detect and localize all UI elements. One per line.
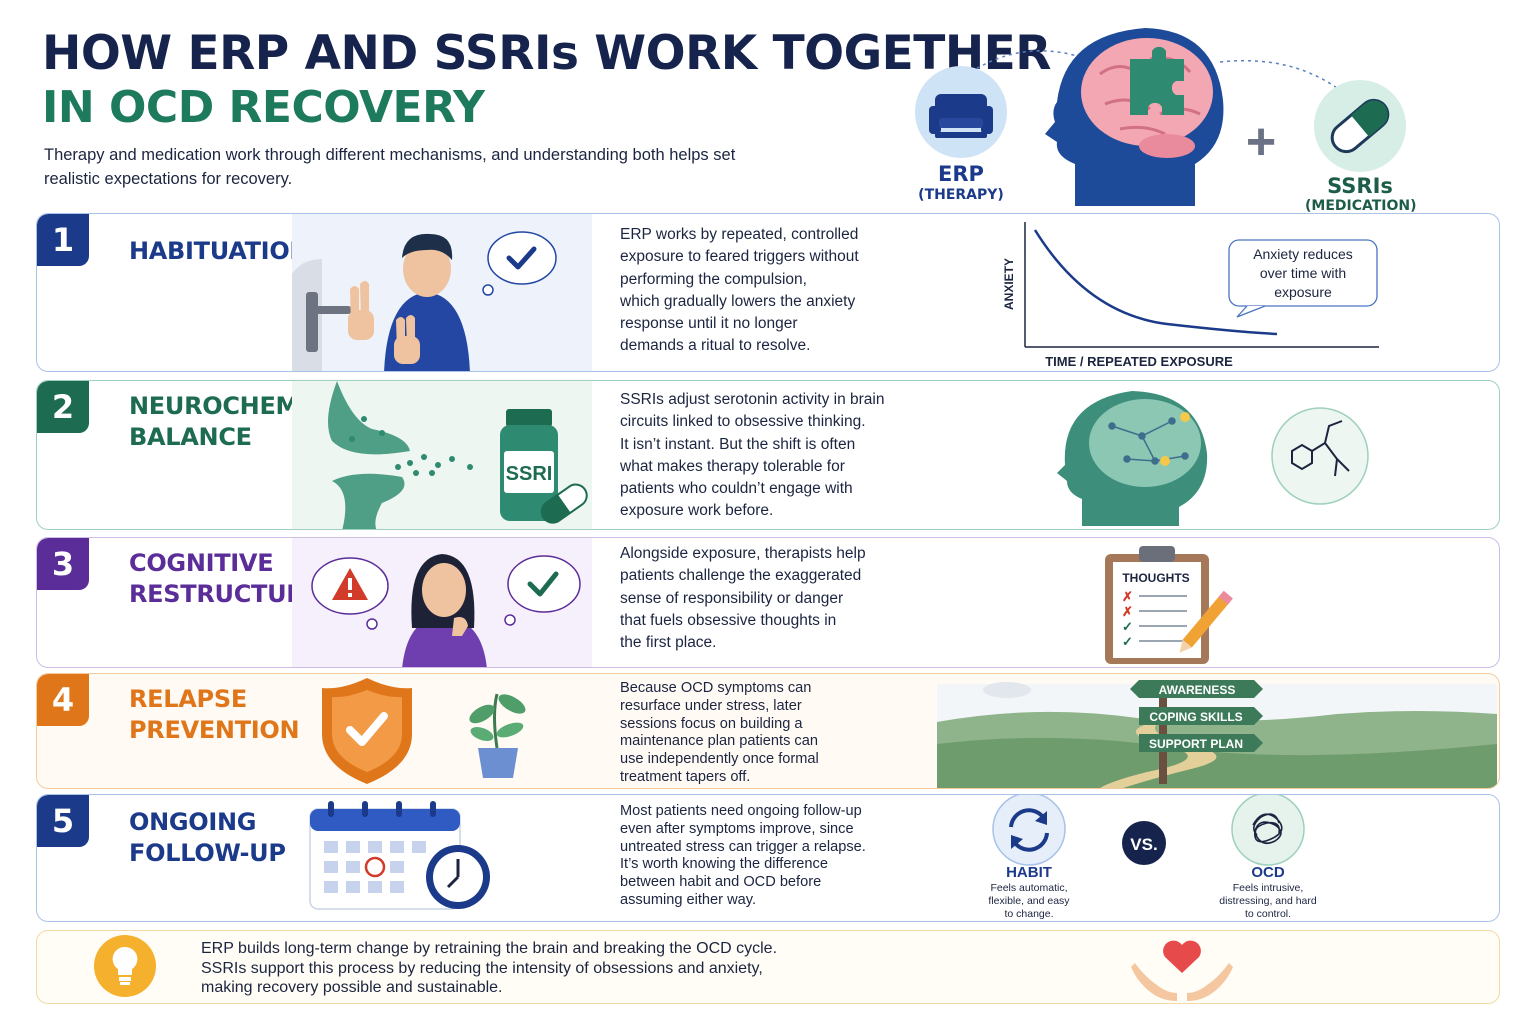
svg-text:over time with: over time with — [1260, 265, 1346, 281]
road-signpost-illustration: AWARENESS COPING SKILLS SUPPORT PLAN — [917, 674, 1497, 788]
svg-text:Feels intrusive,: Feels intrusive, — [1233, 882, 1304, 894]
lightbulb-icon — [94, 935, 156, 997]
svg-text:exposure: exposure — [1274, 284, 1332, 300]
svg-text:to change.: to change. — [1004, 908, 1053, 920]
page-subtitle: IN OCD RECOVERY — [42, 82, 485, 133]
molecule-icon — [1271, 407, 1369, 505]
head-brain-puzzle-icon — [1045, 28, 1224, 206]
anxiety-curve-chart: ANXIETY TIME / REPEATED EXPOSURE Anxiety… — [917, 214, 1497, 371]
synapse-bottle-illustration: SSRI — [292, 381, 592, 529]
intro-text: Therapy and medication work through diff… — [44, 146, 736, 188]
thinking-woman-illustration — [292, 538, 592, 667]
ocd-label: OCD — [1251, 864, 1285, 881]
hero-illustration: + ERP (THERAPY) SSRIs (MEDICATION) — [905, 14, 1425, 214]
step-number: 3 — [37, 538, 89, 590]
step-description: SSRIs adjust serotonin activity in brain… — [620, 391, 885, 520]
plant-icon — [469, 693, 526, 778]
svg-text:Feels automatic,: Feels automatic, — [990, 882, 1067, 894]
step-number: 4 — [37, 674, 89, 726]
svg-text:flexible, and easy: flexible, and easy — [988, 895, 1070, 907]
svg-text:Anxiety reduces: Anxiety reduces — [1253, 246, 1353, 262]
shield-plant-illustration — [292, 674, 592, 788]
armchair-icon — [915, 66, 1007, 158]
warning-icon — [311, 557, 389, 630]
heart-hands-icon — [1131, 940, 1233, 1001]
svg-text:✓: ✓ — [1122, 619, 1133, 634]
step-number: 5 — [37, 795, 89, 847]
svg-text:AWARENESS: AWARENESS — [1159, 683, 1236, 697]
svg-text:VS.: VS. — [1130, 835, 1157, 854]
svg-text:✗: ✗ — [1122, 604, 1133, 619]
plus-sign: + — [1246, 113, 1276, 171]
vs-badge — [1122, 821, 1166, 865]
thought-check-icon — [482, 231, 557, 296]
callout-box: Anxiety reduces over time with exposure — [1228, 239, 1378, 318]
brain-molecule-illustration — [917, 381, 1497, 529]
svg-text:SSRI: SSRI — [506, 463, 553, 485]
step-title: HABITUATION — [129, 237, 310, 265]
svg-text:✓: ✓ — [1122, 634, 1133, 649]
svg-text:distressing, and hard: distressing, and hard — [1219, 895, 1317, 907]
svg-text:✗: ✗ — [1122, 589, 1133, 604]
pill-icon — [1314, 80, 1406, 172]
pencil-icon — [1179, 590, 1233, 653]
calendar-icon — [309, 801, 461, 910]
ssri-label: SSRIs — [1327, 174, 1393, 198]
anxiety-curve — [1033, 229, 1278, 336]
svg-text:to control.: to control. — [1245, 908, 1291, 920]
summary-text: ERP builds long-term change by retrainin… — [201, 940, 778, 996]
clipboard-icon: THOUGHTS ✗ ✗ ✓ ✓ — [1105, 546, 1209, 664]
y-axis-label: ANXIETY — [1002, 258, 1016, 310]
summary-footer: ERP builds long-term change by retrainin… — [36, 930, 1500, 1004]
erp-label: ERP — [938, 162, 984, 186]
habit-label: HABIT — [1006, 864, 1052, 881]
x-axis-label: TIME / REPEATED EXPOSURE — [1045, 354, 1233, 369]
step-number: 2 — [37, 381, 89, 433]
shield-check-icon — [322, 678, 412, 784]
signpost-arrows: AWARENESS COPING SKILLS SUPPORT PLAN — [1130, 680, 1263, 752]
ssri-bottle-icon: SSRI — [500, 409, 558, 521]
erp-sublabel: (THERAPY) — [918, 187, 1004, 203]
clock-icon — [426, 845, 490, 909]
person-hands-up-illustration — [292, 214, 592, 371]
page-title: HOW ERP AND SSRIs WORK TOGETHER — [42, 26, 1051, 81]
brain-network-icon — [1057, 391, 1208, 526]
tangled-scribble-icon — [1231, 795, 1305, 866]
refresh-icon — [992, 795, 1066, 866]
step-habituation: 1 HABITUATION ERP works by repeated, con… — [36, 213, 1500, 372]
ssri-sublabel: (MEDICATION) — [1305, 198, 1417, 214]
step-number: 1 — [37, 214, 89, 266]
svg-text:THOUGHTS: THOUGHTS — [1122, 571, 1189, 585]
hero-graphic: + — [915, 28, 1406, 206]
habit-vs-ocd-comparison: HABIT Feels automatic, flexible, and eas… — [917, 795, 1497, 921]
thought-check-icon — [504, 555, 581, 626]
clipboard-illustration: THOUGHTS ✗ ✗ ✓ ✓ — [917, 538, 1497, 667]
svg-text:SUPPORT PLAN: SUPPORT PLAN — [1149, 737, 1243, 751]
calendar-clock-illustration — [292, 795, 592, 921]
svg-text:COPING SKILLS: COPING SKILLS — [1149, 710, 1242, 724]
